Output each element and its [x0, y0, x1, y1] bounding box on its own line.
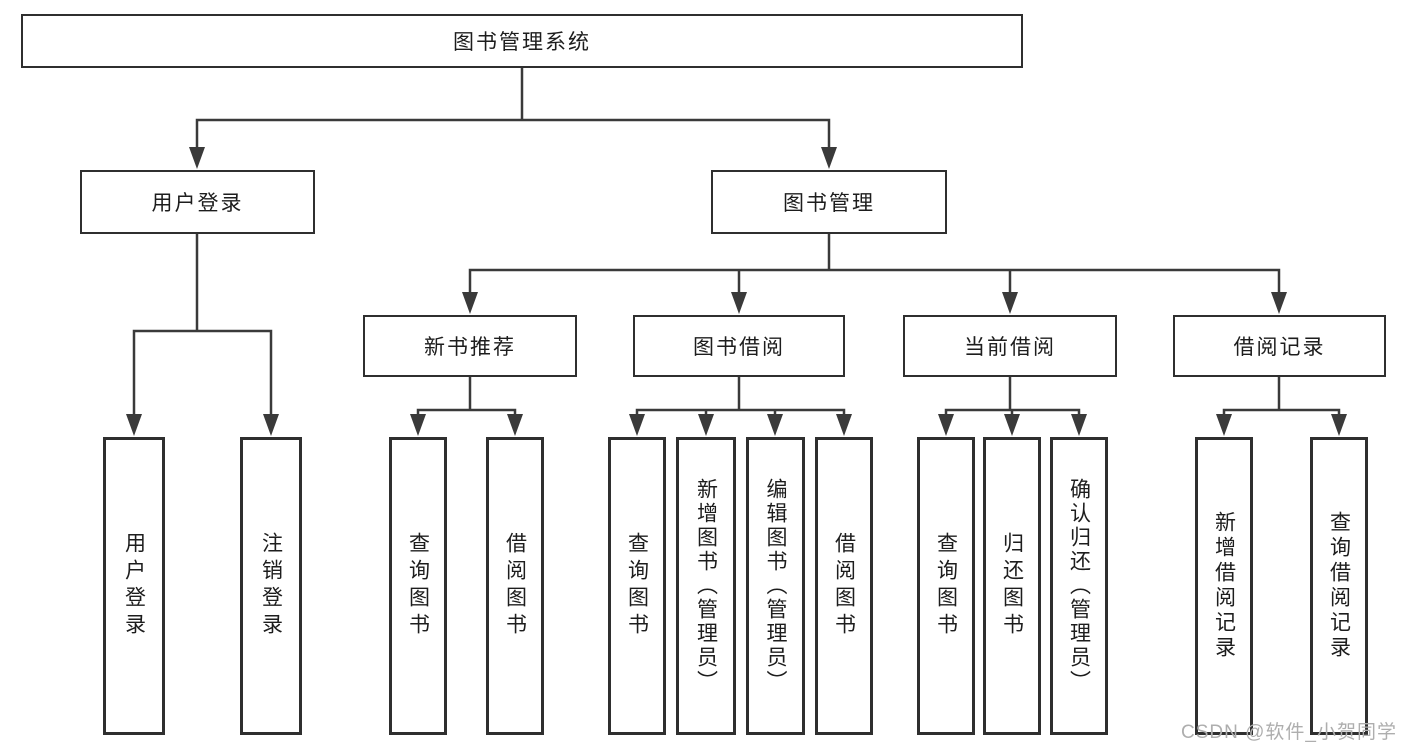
node-leaf-query-books-borrow: 查询图书 [608, 437, 666, 735]
node-leaf-query-books-recommend: 查询图书 [389, 437, 447, 735]
node-book-management-branch: 图书管理 [711, 170, 947, 234]
node-leaf-return-book: 归还图书 [983, 437, 1041, 735]
node-leaf-borrow-books-recommend: 借阅图书 [486, 437, 544, 735]
node-leaf-add-book-admin: 新增图书（管理员） [676, 437, 736, 735]
node-leaf-logout: 注销登录 [240, 437, 302, 735]
csdn-watermark: CSDN @软件_小贺同学 [1181, 722, 1397, 743]
node-book-borrowing: 图书借阅 [633, 315, 845, 377]
node-leaf-edit-book-admin: 编辑图书（管理员） [746, 437, 805, 735]
node-leaf-query-books-current: 查询图书 [917, 437, 975, 735]
node-new-book-recommend: 新书推荐 [363, 315, 577, 377]
node-leaf-user-login: 用户登录 [103, 437, 165, 735]
node-leaf-confirm-return-admin: 确认归还（管理员） [1050, 437, 1108, 735]
node-leaf-add-borrow-record: 新增借阅记录 [1195, 437, 1253, 735]
node-leaf-query-borrow-record: 查询借阅记录 [1310, 437, 1368, 735]
node-borrowing-records: 借阅记录 [1173, 315, 1386, 377]
node-root-system: 图书管理系统 [21, 14, 1023, 68]
node-user-login-branch: 用户登录 [80, 170, 315, 234]
node-leaf-borrow-books: 借阅图书 [815, 437, 873, 735]
node-current-borrowing: 当前借阅 [903, 315, 1117, 377]
